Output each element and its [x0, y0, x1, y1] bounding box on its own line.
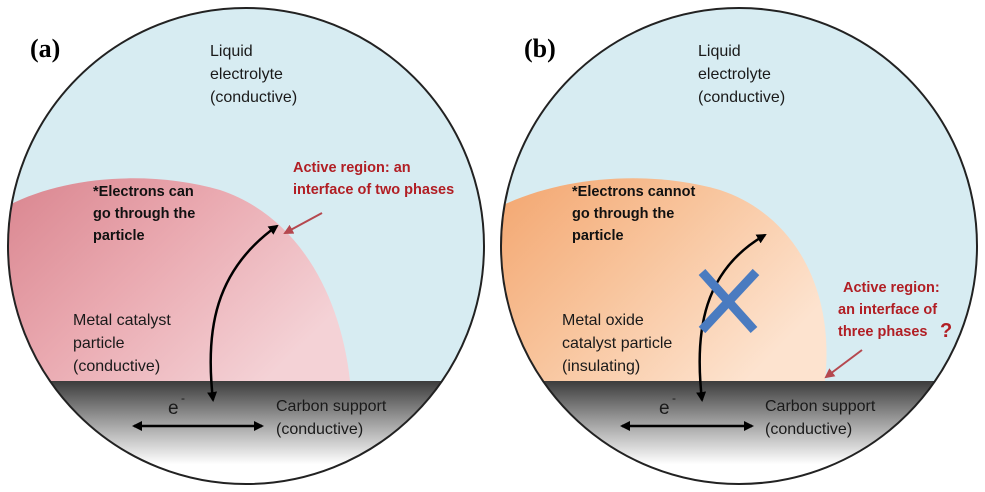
electrolyte-label-line: Liquid — [210, 43, 253, 60]
electron-note-line: *Electrons can — [93, 184, 194, 200]
electrolyte-label-line: electrolyte — [210, 66, 283, 83]
pointer-arrow-icon — [283, 212, 323, 234]
active-region-label-line: Active region: — [843, 280, 940, 296]
electron-note-line: go through the — [572, 206, 674, 222]
particle-label-line: (conductive) — [73, 358, 160, 375]
carbon-support — [8, 381, 484, 484]
support-label-line: (conductive) — [765, 421, 852, 438]
electrolyte-label-line: (conductive) — [698, 89, 785, 106]
electrolyte-label-line: (conductive) — [210, 89, 297, 106]
panel-b: (b) Liquid electrolyte (conductive) *Ele… — [500, 7, 978, 485]
panel-b-outline — [500, 7, 978, 485]
panel-a-outline — [7, 7, 485, 485]
support-label-line: (conductive) — [276, 421, 363, 438]
support-label-line: Carbon support — [765, 398, 876, 415]
active-region-label-line: Active region: an — [293, 160, 411, 176]
particle-label-line: Metal catalyst — [73, 312, 171, 329]
carbon-support — [501, 381, 977, 484]
support-label-line: Carbon support — [276, 398, 387, 415]
curved-arrow-icon — [696, 233, 767, 402]
active-region-label-line: an interface of — [838, 302, 937, 318]
particle-label-line: catalyst particle — [562, 335, 672, 352]
particle-label-line: (insulating) — [562, 358, 640, 375]
active-region-label-line: three phases — [838, 324, 927, 340]
electron-note-line: particle — [93, 228, 145, 244]
electron-charge: - — [672, 391, 676, 405]
blocked-x-icon — [698, 268, 760, 334]
panel-label: (a) — [30, 34, 60, 63]
electrolyte-label-line: electrolyte — [698, 66, 771, 83]
particle-label-line: particle — [73, 335, 125, 352]
electron-symbol: e — [659, 398, 670, 419]
panel-label: (b) — [524, 34, 556, 63]
electrolyte-label-line: Liquid — [698, 43, 741, 60]
panel-a: (a) Liquid electrolyte (conductive) *Ele… — [7, 7, 485, 485]
curved-arrow-icon — [207, 224, 279, 402]
electron-charge: - — [181, 391, 185, 405]
electron-note-line: particle — [572, 228, 624, 244]
electron-note-line: *Electrons cannot — [572, 184, 695, 200]
particle-label-line: Metal oxide — [562, 312, 644, 329]
pointer-arrow-icon — [824, 349, 863, 379]
active-region-label-line: interface of two phases — [293, 182, 454, 198]
electron-note-line: go through the — [93, 206, 195, 222]
electron-symbol: e — [168, 398, 179, 419]
question-mark: ? — [940, 320, 952, 342]
